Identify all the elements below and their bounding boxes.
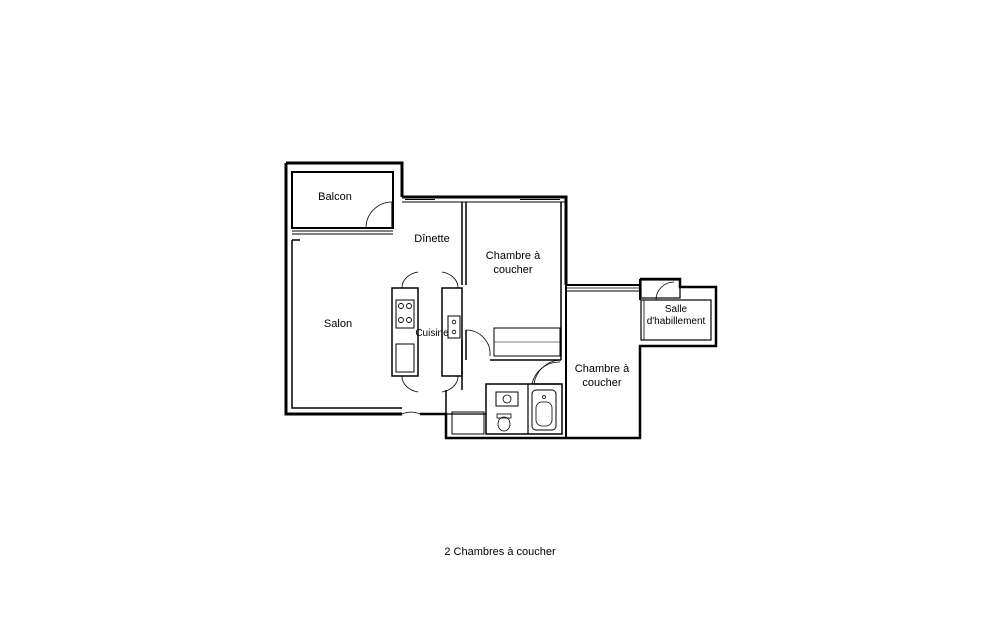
outer-wall-left-side [284,163,402,416]
bathroom [485,383,563,435]
label-chambre2-line1: Chambre à [575,363,630,375]
label-chambre1-line1: Chambre à [486,250,541,262]
label-dinette: Dînette [414,233,449,245]
top-wall [402,195,568,285]
label-balcon: Balcon [318,191,352,203]
kitchen-counter-left [391,287,419,377]
label-chambre1-line2: coucher [493,264,532,276]
label-cuisine: Cuisine [415,328,449,339]
outer-wall-left [286,161,404,197]
label-salle-line2: d'habillement [647,316,706,327]
label-salon: Salon [324,318,352,330]
label-salle-line1: Salle [665,304,688,315]
label-chambre2-line2: coucher [582,377,621,389]
walk-in-closet [640,299,712,341]
plan-caption: 2 Chambres à coucher [444,546,556,558]
kitchen-counter-right [441,287,463,377]
balcon-room [291,171,394,229]
